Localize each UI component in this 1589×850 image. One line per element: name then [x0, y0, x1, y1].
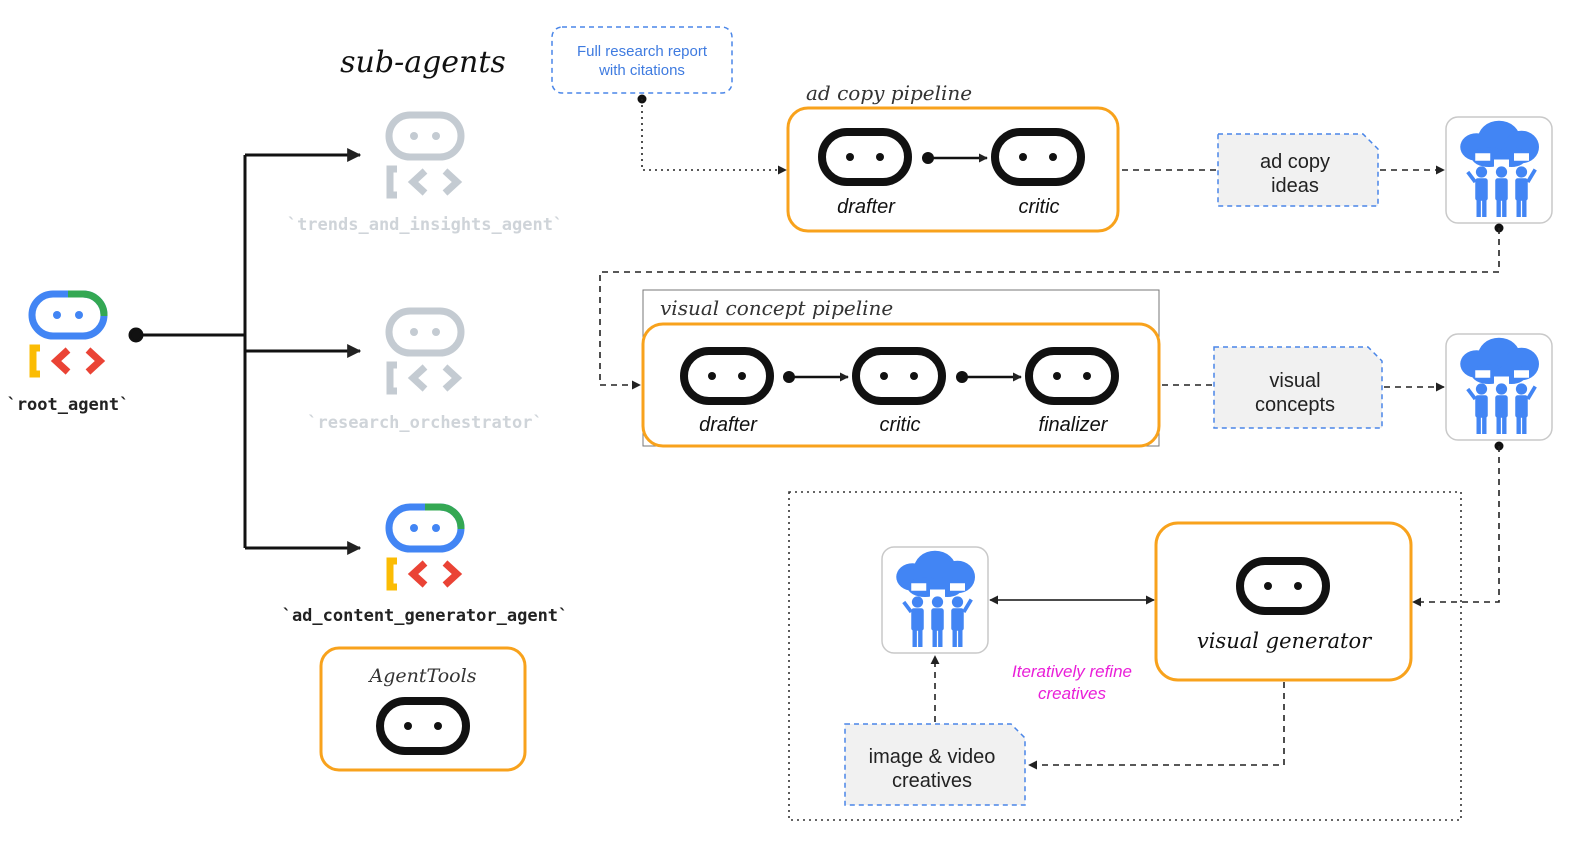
- root-agent-logo-icon: [28, 290, 108, 378]
- visual-pipeline-box: drafter critic finalizer: [641, 322, 1161, 448]
- human-team-icon: [881, 546, 989, 654]
- agent-tools-box: AgentTools: [319, 646, 527, 772]
- visual-concepts-note: visual concepts: [1213, 346, 1383, 429]
- critic-robot-icon: [991, 128, 1085, 186]
- visual-finalizer-robot-icon: [1025, 347, 1119, 405]
- ad-copy-step-critic: critic: [1018, 196, 1059, 218]
- ad-copy-ideas-line1: ad copy: [1260, 151, 1330, 173]
- research-report-note: Full research report with citations: [551, 26, 733, 94]
- team-to-visual-generator-connector: [1412, 441, 1504, 607]
- agent-tools-title: AgentTools: [368, 665, 477, 687]
- research-orchestrator-logo-icon: [385, 307, 465, 395]
- root-connectors: [128, 148, 362, 555]
- visual-drafter-robot-icon: [680, 347, 774, 405]
- creatives-line2: creatives: [892, 770, 972, 792]
- visual-step-critic: critic: [879, 414, 920, 436]
- trends-agent-label: `trends_and_insights_agent`: [287, 215, 563, 235]
- root-agent-label: `root_agent`: [7, 395, 130, 415]
- human-team-icon: [1445, 333, 1553, 441]
- visual-generator-box: visual generator: [1154, 521, 1413, 682]
- ad-copy-step-drafter: drafter: [837, 196, 896, 218]
- research-note-line1: Full research report: [577, 43, 708, 60]
- visual-step-drafter: drafter: [699, 414, 758, 436]
- ad-copy-ideas-note: ad copy ideas: [1217, 133, 1379, 207]
- creatives-line1: image & video: [869, 746, 996, 768]
- visual-critic-robot-icon: [852, 347, 946, 405]
- ad-content-agent-logo-icon: [385, 503, 465, 591]
- ad-copy-pipeline-box: drafter critic: [786, 106, 1120, 233]
- iterate-refine-label-line1: Iteratively refine: [1012, 662, 1132, 681]
- research-orchestrator-label: `research_orchestrator`: [307, 413, 542, 433]
- sub-agents-heading: sub-agents: [340, 45, 506, 80]
- ad-copy-pipeline-title: ad copy pipeline: [806, 81, 972, 105]
- visual-generator-robot-icon: [1236, 557, 1330, 615]
- generator-to-creatives-connector: [1028, 682, 1285, 770]
- research-note-line2: with citations: [598, 62, 685, 79]
- visual-step-finalizer: finalizer: [1039, 414, 1109, 436]
- visual-generator-title: visual generator: [1197, 629, 1373, 653]
- visual-generator-region: [788, 491, 1462, 821]
- ad-copy-ideas-line2: ideas: [1271, 175, 1319, 197]
- creatives-note: image & video creatives: [844, 723, 1026, 806]
- visual-concepts-line1: visual: [1269, 370, 1320, 392]
- ad-content-agent-label: `ad_content_generator_agent`: [282, 606, 569, 626]
- visual-concepts-line2: concepts: [1255, 394, 1335, 416]
- human-team-icon: [1445, 116, 1553, 224]
- research-to-adcopy-connector: [637, 94, 787, 175]
- robot-face-icon: [376, 697, 470, 755]
- team-to-visual-pipeline-connector: [599, 223, 1504, 390]
- visual-pipeline-title: visual concept pipeline: [660, 296, 893, 320]
- iterate-refine-label-line2: creatives: [1038, 684, 1107, 703]
- trends-agent-logo-icon: [385, 111, 465, 199]
- drafter-robot-icon: [818, 128, 912, 186]
